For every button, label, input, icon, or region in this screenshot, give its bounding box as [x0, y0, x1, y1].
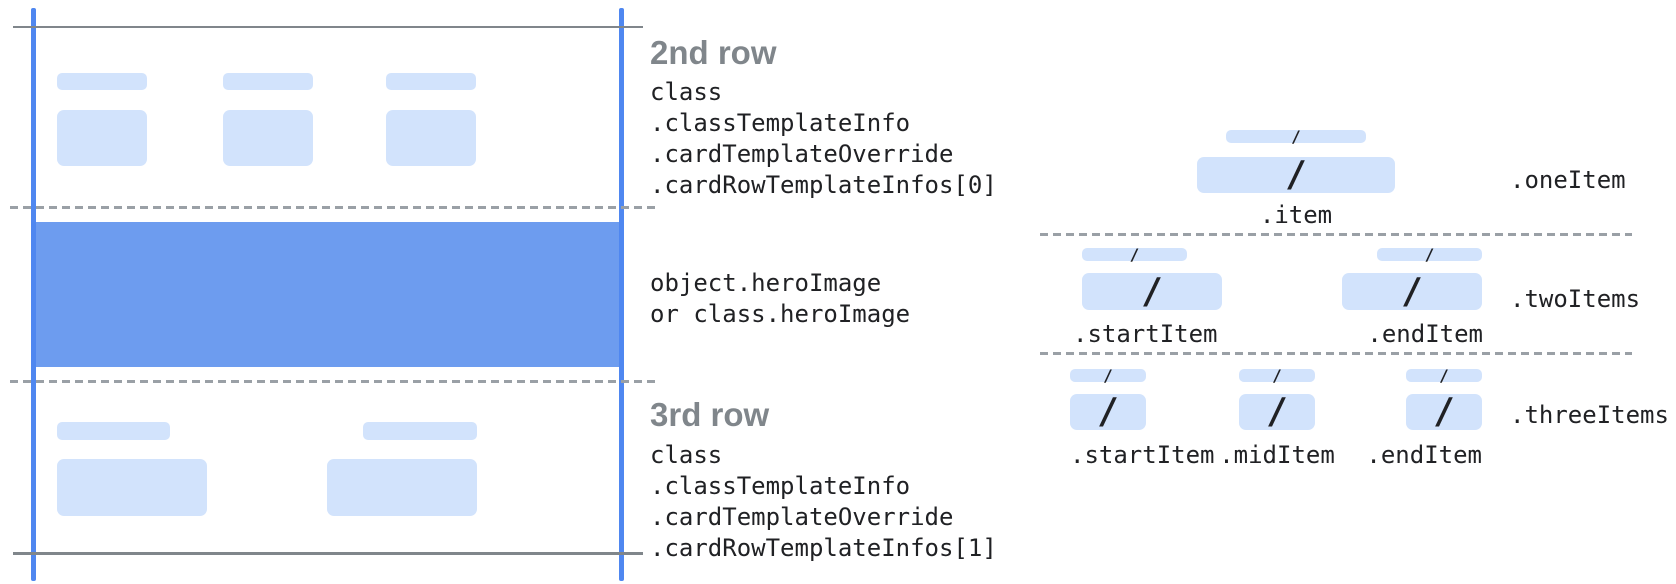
row2-col3-value-bar [386, 110, 476, 166]
row2-col1-label-bar [57, 73, 147, 90]
threeitems-end-label-bar: / [1406, 365, 1482, 385]
twoitems-start-label-bar: / [1082, 244, 1187, 264]
threeitems-mid-label: .midItem [1219, 441, 1335, 469]
threeitems-end-label: .endItem [1366, 441, 1482, 469]
card-top-rule [13, 26, 643, 28]
slash-placeholder: / [1401, 270, 1423, 312]
row3-code-line: .cardTemplateOverride [650, 503, 954, 531]
hero-code-line: object.heroImage [650, 269, 882, 297]
card-bottom-rule [13, 552, 643, 555]
slash-placeholder: / [1272, 365, 1282, 385]
hero-image-band [36, 222, 619, 367]
threeitems-mid-value-bar: / [1239, 394, 1315, 430]
threeitems-end-value-bar: / [1406, 394, 1482, 430]
twoitems-end-label: .endItem [1367, 320, 1483, 348]
card-row2-divider-dashed [10, 206, 656, 209]
row3-code-line: .cardRowTemplateInfos[1] [650, 534, 997, 562]
slash-placeholder: / [1424, 244, 1435, 264]
row3-heading: 3rd row [650, 396, 770, 433]
threeitems-row-name: .threeItems [1510, 401, 1669, 429]
oneitem-item-value-bar: / [1197, 157, 1395, 193]
card-row3-divider-dashed [10, 380, 656, 383]
slash-placeholder: / [1439, 365, 1449, 385]
card-right-edge-line [619, 8, 624, 581]
row3-start-value-bar [57, 459, 207, 516]
row3-start-label-bar [57, 422, 170, 440]
slash-placeholder: / [1266, 391, 1288, 432]
row2-col3-label-bar [386, 73, 476, 90]
row2-col2-value-bar [223, 110, 313, 166]
oneitem-item-label: .item [1259, 201, 1333, 229]
row3-end-label-bar [363, 422, 477, 440]
threeitems-mid-label-bar: / [1239, 365, 1315, 385]
twoitems-row-name: .twoItems [1510, 285, 1641, 313]
row3-code-line: class [650, 441, 723, 469]
row2-col2-label-bar [223, 73, 313, 90]
right-panel-divider-dashed [1040, 352, 1632, 355]
threeitems-start-value-bar: / [1070, 394, 1146, 430]
oneitem-row-name: .oneItem [1510, 166, 1626, 194]
card-left-edge-line [31, 8, 36, 581]
threeitems-start-label-bar: / [1070, 365, 1146, 385]
slash-placeholder: / [1285, 154, 1307, 195]
twoitems-end-label-bar: / [1377, 244, 1482, 264]
twoitems-start-value-bar: / [1082, 273, 1222, 310]
slash-placeholder: / [1291, 126, 1301, 146]
oneitem-item-label-bar: / [1226, 126, 1366, 146]
row2-code-block: class .classTemplateInfo .cardTemplateOv… [650, 77, 997, 201]
row2-code-line: .cardTemplateOverride [650, 140, 954, 168]
row3-end-value-bar [327, 459, 477, 516]
slash-placeholder: / [1433, 391, 1455, 432]
row2-col1-value-bar [57, 110, 147, 166]
slash-placeholder: / [1129, 244, 1140, 264]
twoitems-end-value-bar: / [1342, 273, 1482, 310]
slash-placeholder: / [1097, 391, 1119, 432]
row2-heading: 2nd row [650, 34, 777, 71]
row2-code-line: .classTemplateInfo [650, 109, 911, 137]
right-panel-divider-dashed [1040, 233, 1632, 236]
row3-code-line: .classTemplateInfo [650, 472, 911, 500]
slash-placeholder: / [1141, 270, 1163, 312]
slash-placeholder: / [1103, 365, 1113, 385]
row2-code-line: class [650, 78, 723, 106]
row3-code-block: class .classTemplateInfo .cardTemplateOv… [650, 440, 997, 564]
threeitems-start-label: .startItem [1070, 441, 1215, 469]
hero-code-line: or class.heroImage [650, 300, 911, 328]
twoitems-start-label: .startItem [1073, 320, 1218, 348]
row2-code-line: .cardRowTemplateInfos[0] [650, 171, 997, 199]
hero-code-block: object.heroImage or class.heroImage [650, 268, 910, 330]
